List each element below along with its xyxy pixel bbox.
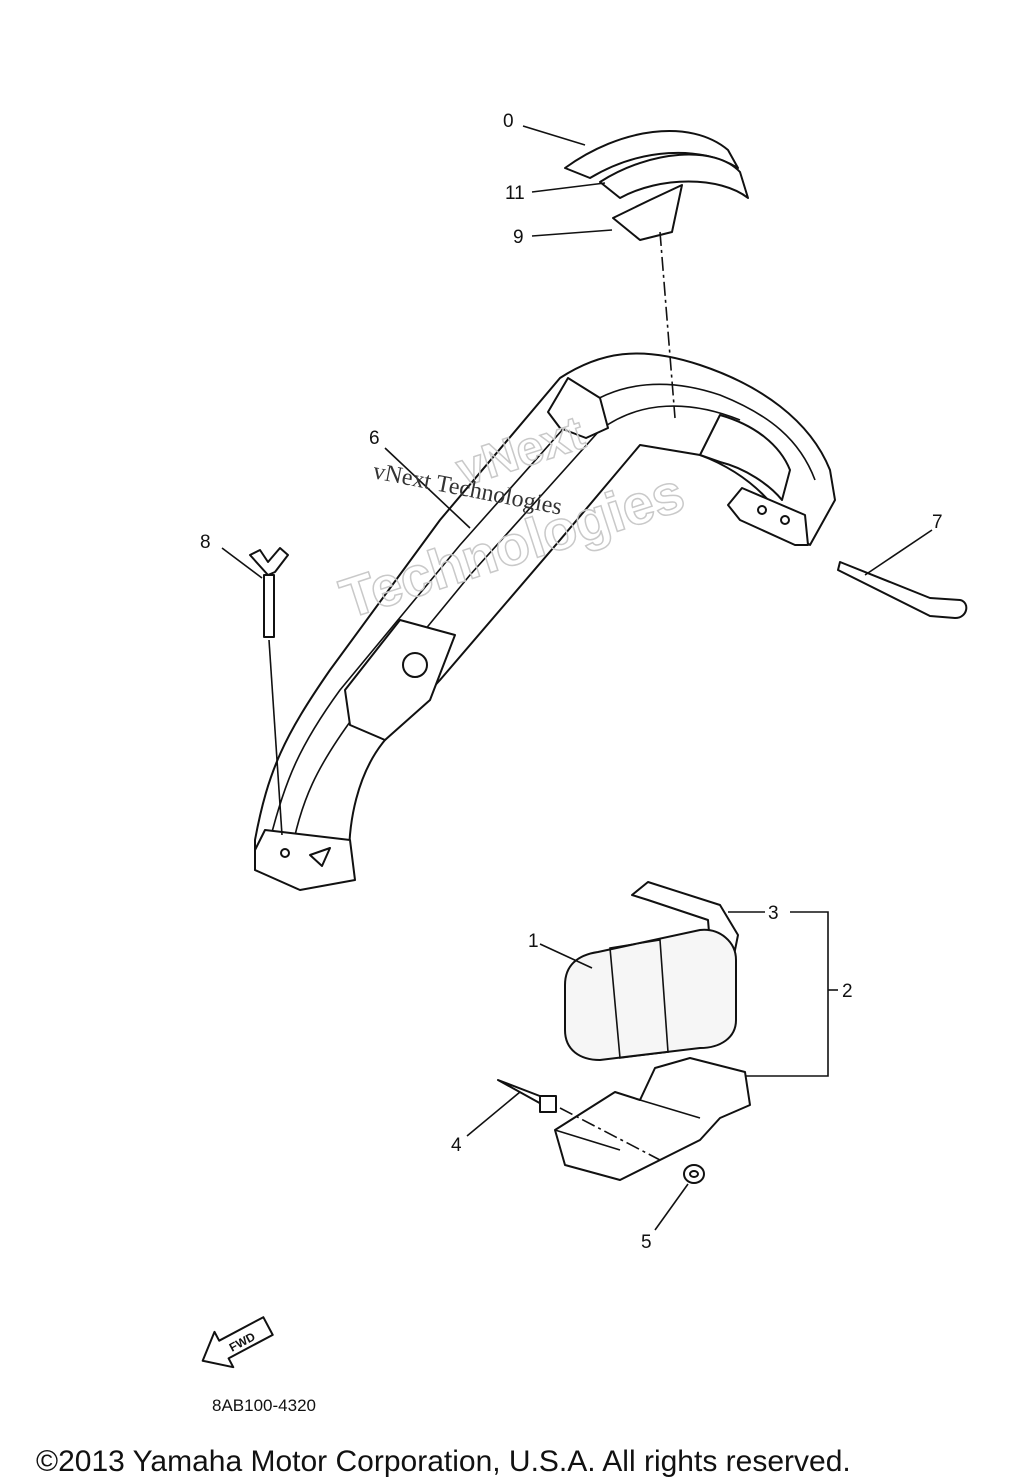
leader-lines xyxy=(221,125,933,1231)
fwd-arrow: FWD xyxy=(201,1316,274,1369)
leader-11 xyxy=(531,182,606,193)
callout-1: 1 xyxy=(528,931,539,952)
callout-7: 7 xyxy=(932,512,943,533)
screw-tip xyxy=(497,1079,546,1107)
battery-band xyxy=(609,939,669,1059)
leader-4 xyxy=(466,1091,521,1137)
wing-bolt-head xyxy=(249,547,289,576)
rear-bracket-hole-1 xyxy=(757,505,767,515)
decal-9 xyxy=(612,184,683,241)
wing-bolt-8 xyxy=(249,547,289,836)
tray-fold-2 xyxy=(554,1129,621,1151)
callout-5: 5 xyxy=(641,1232,652,1253)
fwd-arrow-shape xyxy=(201,1316,274,1369)
callout-2: 2 xyxy=(842,981,853,1002)
decal-drop-line xyxy=(659,231,676,419)
callout-6: 6 xyxy=(369,428,380,449)
leader-9 xyxy=(531,229,613,237)
callout-0: 0 xyxy=(503,111,514,132)
callout-11: 11 xyxy=(505,183,525,204)
pin-shaft xyxy=(837,561,968,619)
callout-8: 8 xyxy=(200,532,211,553)
screw-4 xyxy=(497,1079,661,1161)
leader-1 xyxy=(539,943,593,969)
screw-axis xyxy=(559,1107,661,1161)
leader-7 xyxy=(864,529,933,576)
fender-inner-edge xyxy=(269,383,816,841)
decal-11 xyxy=(599,153,749,199)
leader-8 xyxy=(221,547,263,579)
bracket-hole xyxy=(402,652,428,678)
battery-assembly xyxy=(554,881,751,1181)
callout-numbers: 0 11 9 6 8 7 3 1 2 4 5 xyxy=(200,111,943,1253)
fender-rear-flap xyxy=(699,414,791,501)
decal-stack xyxy=(564,130,749,241)
callout-9: 9 xyxy=(513,227,524,248)
callout-3: 3 xyxy=(768,903,779,924)
wing-bolt-centerline xyxy=(268,639,283,836)
fender-centre-bracket xyxy=(344,619,456,741)
copyright-notice: ©2013 Yamaha Motor Corporation, U.S.A. A… xyxy=(36,1445,851,1478)
rear-bracket-hole-2 xyxy=(780,515,790,525)
tray-fold xyxy=(639,1099,701,1119)
callout-4: 4 xyxy=(451,1135,462,1156)
leader-0 xyxy=(522,125,586,146)
fender-front-mount xyxy=(254,829,356,891)
leader-5 xyxy=(654,1183,689,1231)
fender-top-bracket xyxy=(547,377,609,439)
decal-0 xyxy=(564,130,739,179)
screw-head xyxy=(539,1095,557,1113)
rear-fender xyxy=(254,352,836,891)
leader-6 xyxy=(384,447,471,529)
fender-rear-bracket xyxy=(727,487,809,546)
nut-hole xyxy=(689,1170,699,1178)
battery-tray xyxy=(554,1057,751,1181)
pin-7 xyxy=(837,561,968,619)
fender-body xyxy=(254,352,836,889)
leader-2-bracket xyxy=(745,911,829,1077)
battery-body-1 xyxy=(564,928,737,1061)
front-mount-tab xyxy=(309,847,331,867)
nut-5 xyxy=(683,1164,705,1184)
fender-centre-ridge xyxy=(289,405,741,861)
diagram-code: 8AB100-4320 xyxy=(212,1396,316,1415)
wing-bolt-shaft xyxy=(263,574,275,638)
front-mount-hole xyxy=(280,848,290,858)
